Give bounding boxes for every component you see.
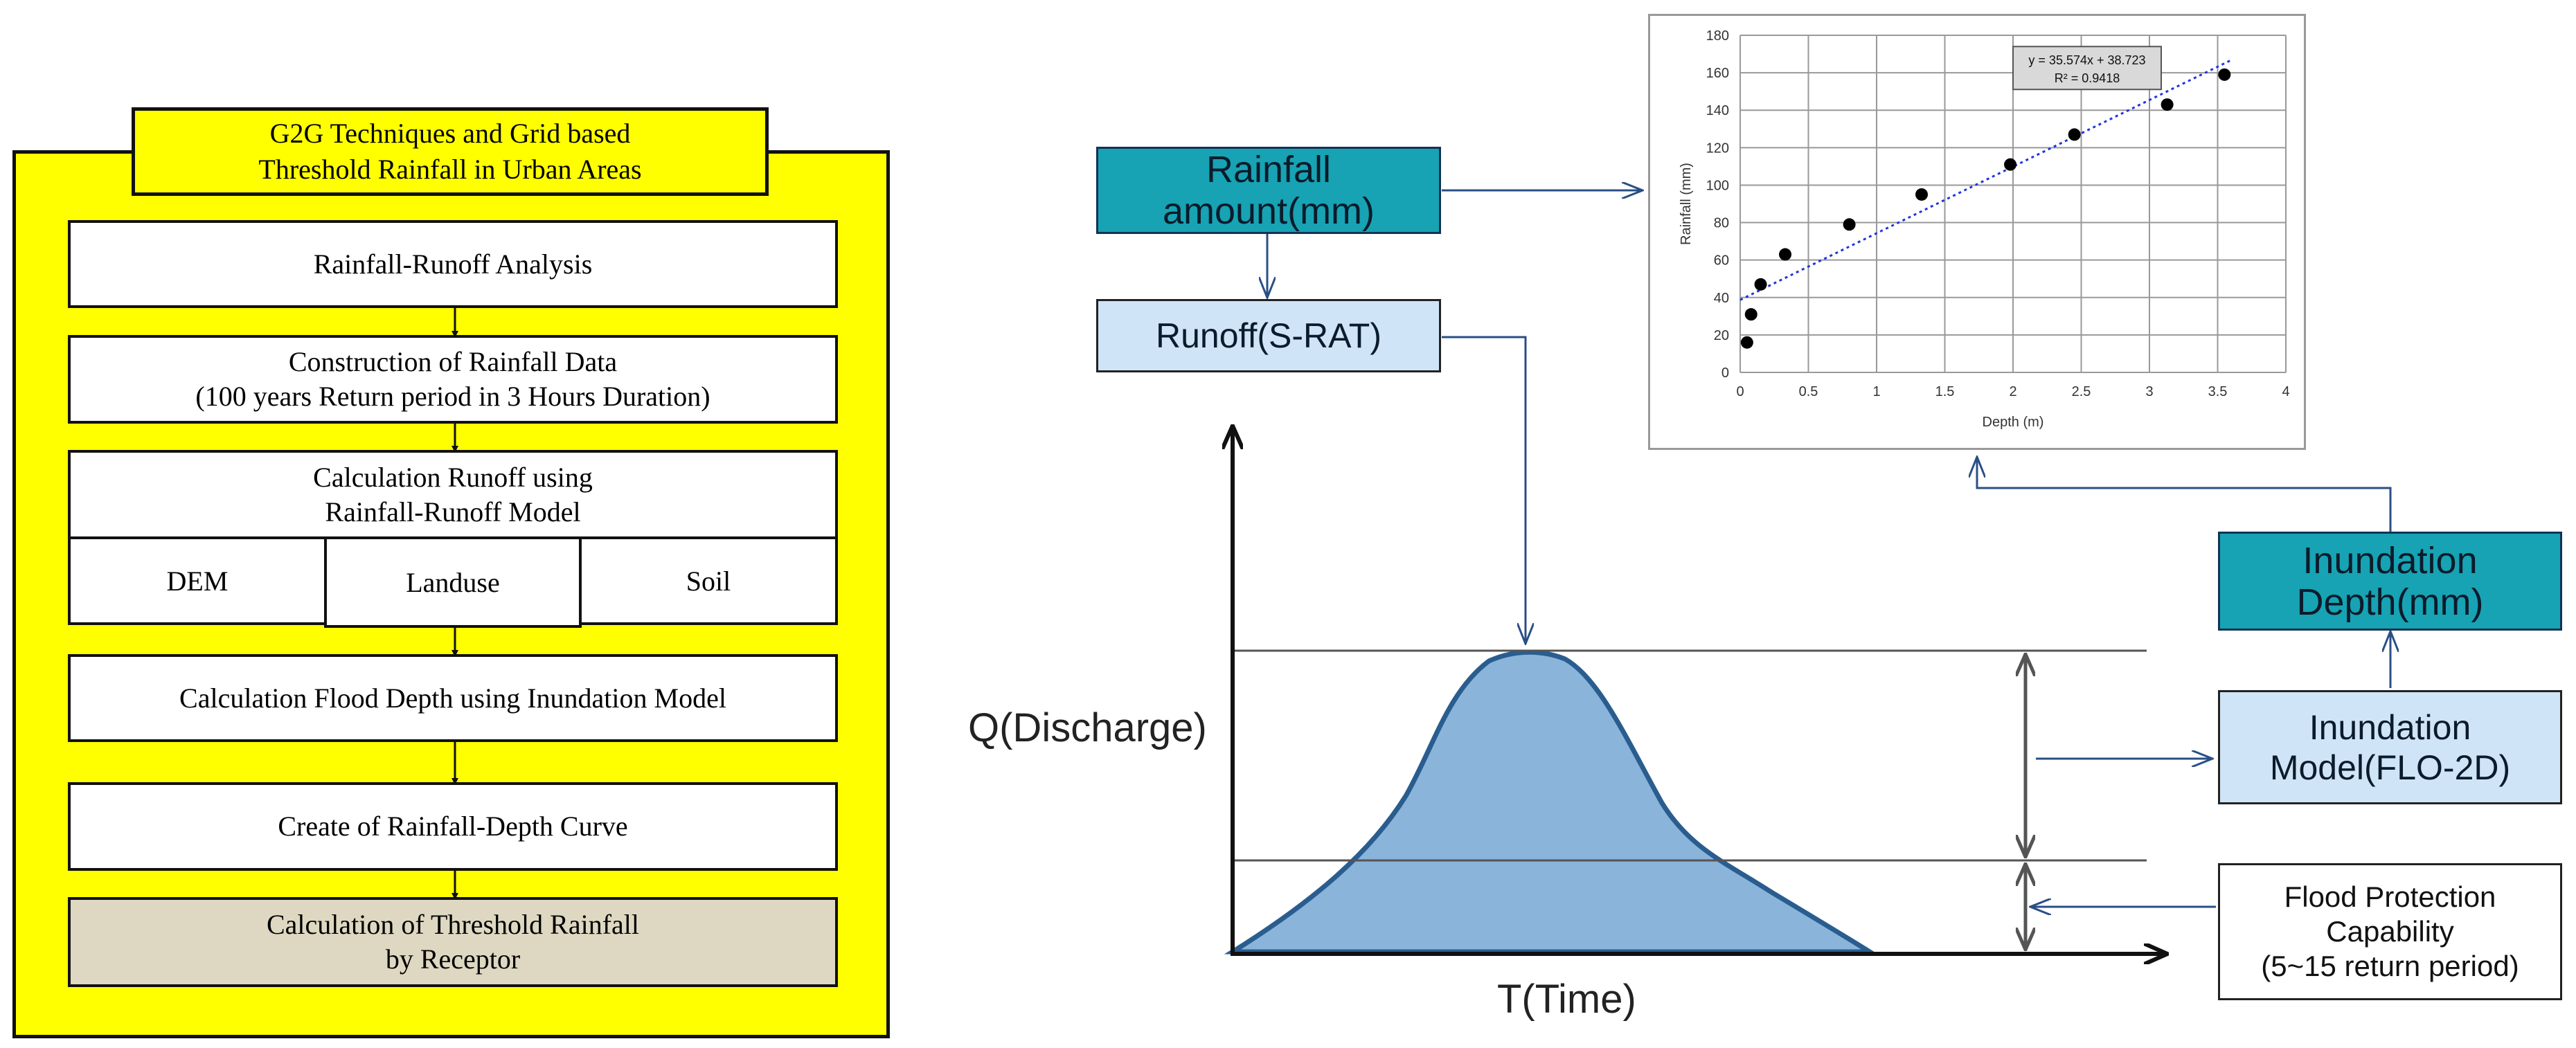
x-tick-label: 2: [2009, 384, 2016, 399]
cell-dem: DEM: [68, 536, 327, 625]
y-axis-label: Q(Discharge): [968, 705, 1207, 750]
step-label: Calculation Flood Depth using Inundation…: [179, 682, 726, 714]
flood-protection-line2: Capability: [2326, 915, 2454, 948]
rainfall-amount-line1: Rainfall: [1206, 149, 1332, 190]
inundation-model-line1: Inundation: [2309, 707, 2471, 747]
data-point: [1779, 248, 1792, 261]
cell-soil: Soil: [579, 536, 838, 625]
flowchart-title: G2G Techniques and Grid based Threshold …: [132, 107, 769, 196]
y-tick-label: 0: [1721, 365, 1729, 381]
data-point: [1754, 278, 1767, 291]
y-tick-label: 120: [1706, 141, 1729, 156]
inundation-depth-line1: Inundation: [2302, 539, 2478, 581]
step-label: Create of Rainfall-Depth Curve: [278, 811, 628, 842]
y-tick-label: 160: [1706, 66, 1729, 81]
data-point: [2004, 158, 2017, 171]
step-threshold-rainfall: Calculation of Threshold Rainfall by Rec…: [68, 897, 838, 987]
x-axis-title: Depth (m): [1983, 415, 2044, 430]
rainfall-amount-box: Rainfall amount(mm): [1096, 147, 1441, 234]
flood-protection-line1: Flood Protection: [2284, 880, 2496, 913]
step-construction-rainfall-data: Construction of Rainfall Data (100 years…: [68, 335, 838, 424]
runoff-to-hydrograph-arrow: [1442, 336, 1526, 644]
r-squared-text: R² = 0.9418: [2055, 71, 2120, 85]
step-label: Rainfall-Runoff Analysis: [313, 248, 593, 280]
hydrograph-area: [1224, 649, 1879, 955]
inundation-depth-line2: Depth(mm): [2296, 581, 2484, 623]
cell-landuse: Landuse: [324, 536, 582, 628]
x-tick-label: 2.5: [2072, 384, 2091, 399]
step-label: (100 years Return period in 3 Hours Dura…: [195, 381, 710, 412]
cell-dem-label: DEM: [166, 565, 229, 597]
equation-text: y = 35.574x + 38.723: [2028, 53, 2145, 67]
x-axis-label: T(Time): [1497, 977, 1636, 1022]
y-tick-label: 140: [1706, 103, 1729, 118]
y-tick-label: 60: [1714, 253, 1729, 269]
y-tick-label: 20: [1714, 328, 1729, 343]
data-point: [2068, 128, 2081, 141]
flowchart-title-line1: G2G Techniques and Grid based: [269, 118, 631, 149]
x-tick-label: 0: [1736, 384, 1744, 399]
y-axis-title: Rainfall (mm): [1679, 163, 1694, 245]
flood-protection-line3: (5~15 return period): [2261, 950, 2519, 982]
y-tick-label: 80: [1714, 216, 1729, 231]
flowchart-title-line2: Threshold Rainfall in Urban Areas: [258, 154, 642, 185]
rainfall-depth-chart: 0 20 40 60 80 100 120 140 160 180 0 0.5 1 1.5 2 2.5 3 3.5…: [1648, 14, 2306, 450]
data-point: [1740, 336, 1753, 349]
inundation-model-box: Inundation Model(FLO-2D): [2218, 690, 2562, 804]
x-tick-label: 4: [2282, 384, 2289, 399]
step-label: by Receptor: [385, 943, 521, 975]
data-point: [1744, 308, 1757, 321]
data-point: [1915, 188, 1929, 201]
chart-svg: 0 20 40 60 80 100 120 140 160 180 0 0.5 1 1.5 2 2.5 3 3.5…: [1679, 28, 2290, 430]
cell-soil-label: Soil: [686, 565, 731, 597]
step-rainfall-runoff-analysis: Rainfall-Runoff Analysis: [68, 220, 838, 308]
step-label: Rainfall-Runoff Model: [325, 496, 581, 527]
depth-to-chart-arrow: [1977, 457, 2392, 533]
flood-protection-box: Flood Protection Capability (5~15 return…: [2218, 863, 2562, 1000]
step-label: Calculation of Threshold Rainfall: [266, 909, 640, 940]
equation-box: [2012, 46, 2162, 91]
trendline: [1739, 59, 2232, 301]
x-tick-label: 3.5: [2208, 384, 2228, 399]
x-tick-label: 0.5: [1799, 384, 1818, 399]
y-tick-label: 100: [1706, 178, 1729, 193]
data-point: [2161, 98, 2174, 111]
x-tick-label: 1: [1872, 384, 1880, 399]
cell-landuse-label: Landuse: [406, 566, 500, 598]
step-label: Calculation Runoff using: [313, 461, 593, 493]
y-tick-label: 40: [1714, 291, 1729, 306]
step-rainfall-depth-curve: Create of Rainfall-Depth Curve: [68, 782, 838, 871]
step-label: Construction of Rainfall Data: [288, 346, 618, 377]
step-calculation-flood-depth: Calculation Flood Depth using Inundation…: [68, 654, 838, 742]
runoff-label: Runoff(S-RAT): [1155, 316, 1381, 355]
inundation-model-line2: Model(FLO-2D): [2269, 748, 2511, 787]
runoff-box: Runoff(S-RAT): [1096, 299, 1441, 372]
y-tick-label: 180: [1706, 28, 1729, 44]
data-point: [2218, 68, 2231, 81]
x-tick-label: 1.5: [1935, 384, 1955, 399]
inundation-depth-box: Inundation Depth(mm): [2218, 532, 2562, 631]
data-point: [1843, 218, 1856, 231]
x-tick-label: 3: [2145, 384, 2153, 399]
rainfall-amount-line2: amount(mm): [1162, 190, 1375, 232]
